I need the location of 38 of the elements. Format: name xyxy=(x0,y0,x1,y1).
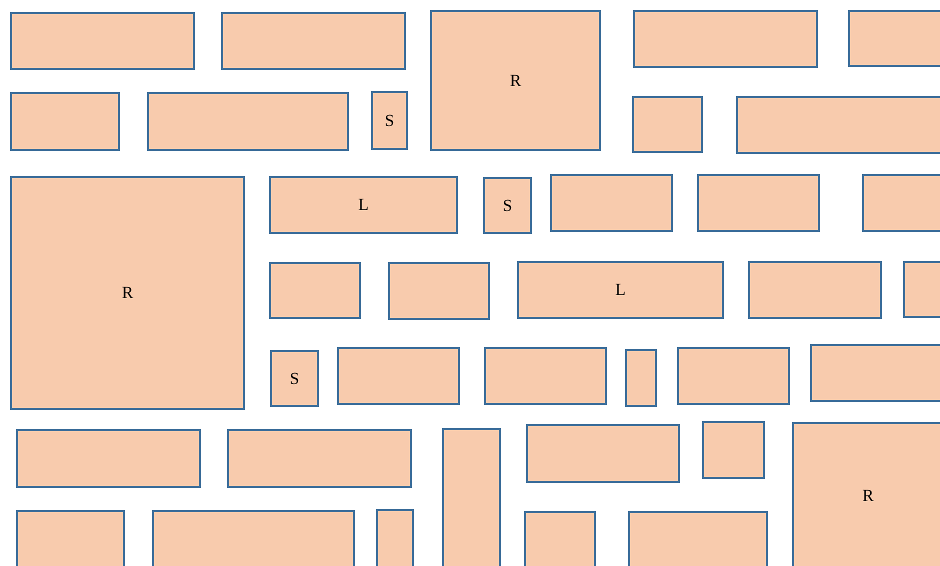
rectangle xyxy=(221,12,406,70)
labeled-rectangle: S xyxy=(371,91,408,150)
rectangle xyxy=(388,262,490,320)
labeled-rectangle: S xyxy=(483,177,532,234)
rectangle xyxy=(16,429,201,488)
rectangle xyxy=(227,429,412,488)
rectangle xyxy=(147,92,349,151)
labeled-rectangle: L xyxy=(517,261,724,319)
rectangle xyxy=(862,174,940,232)
rectangle xyxy=(625,349,657,407)
labeled-rectangle: R xyxy=(430,10,601,151)
rectangle xyxy=(526,424,680,483)
labeled-rectangle: L xyxy=(269,176,458,234)
rectangle xyxy=(632,96,703,153)
rectangle xyxy=(697,174,820,232)
labeled-rectangle: S xyxy=(270,350,319,407)
rectangle xyxy=(484,347,607,405)
rectangle xyxy=(628,511,768,566)
rectangle xyxy=(848,10,940,67)
rectangle xyxy=(702,421,765,479)
rectangle xyxy=(269,262,361,319)
rectangle xyxy=(337,347,460,405)
labeled-rectangle: R xyxy=(792,422,940,566)
rectangle xyxy=(748,261,882,319)
rectangle xyxy=(736,96,940,154)
rectangle xyxy=(442,428,501,566)
rectangle xyxy=(152,510,355,566)
rectangle xyxy=(903,261,940,318)
rectangle xyxy=(16,510,125,566)
rectangle xyxy=(677,347,790,405)
rectangle xyxy=(810,344,940,402)
labeled-rectangle: R xyxy=(10,176,245,410)
rectangle xyxy=(376,509,414,566)
rectangle xyxy=(524,511,596,566)
rectangle xyxy=(10,12,195,70)
rectangle xyxy=(10,92,120,151)
rectangle xyxy=(550,174,673,232)
rectangle xyxy=(633,10,818,68)
